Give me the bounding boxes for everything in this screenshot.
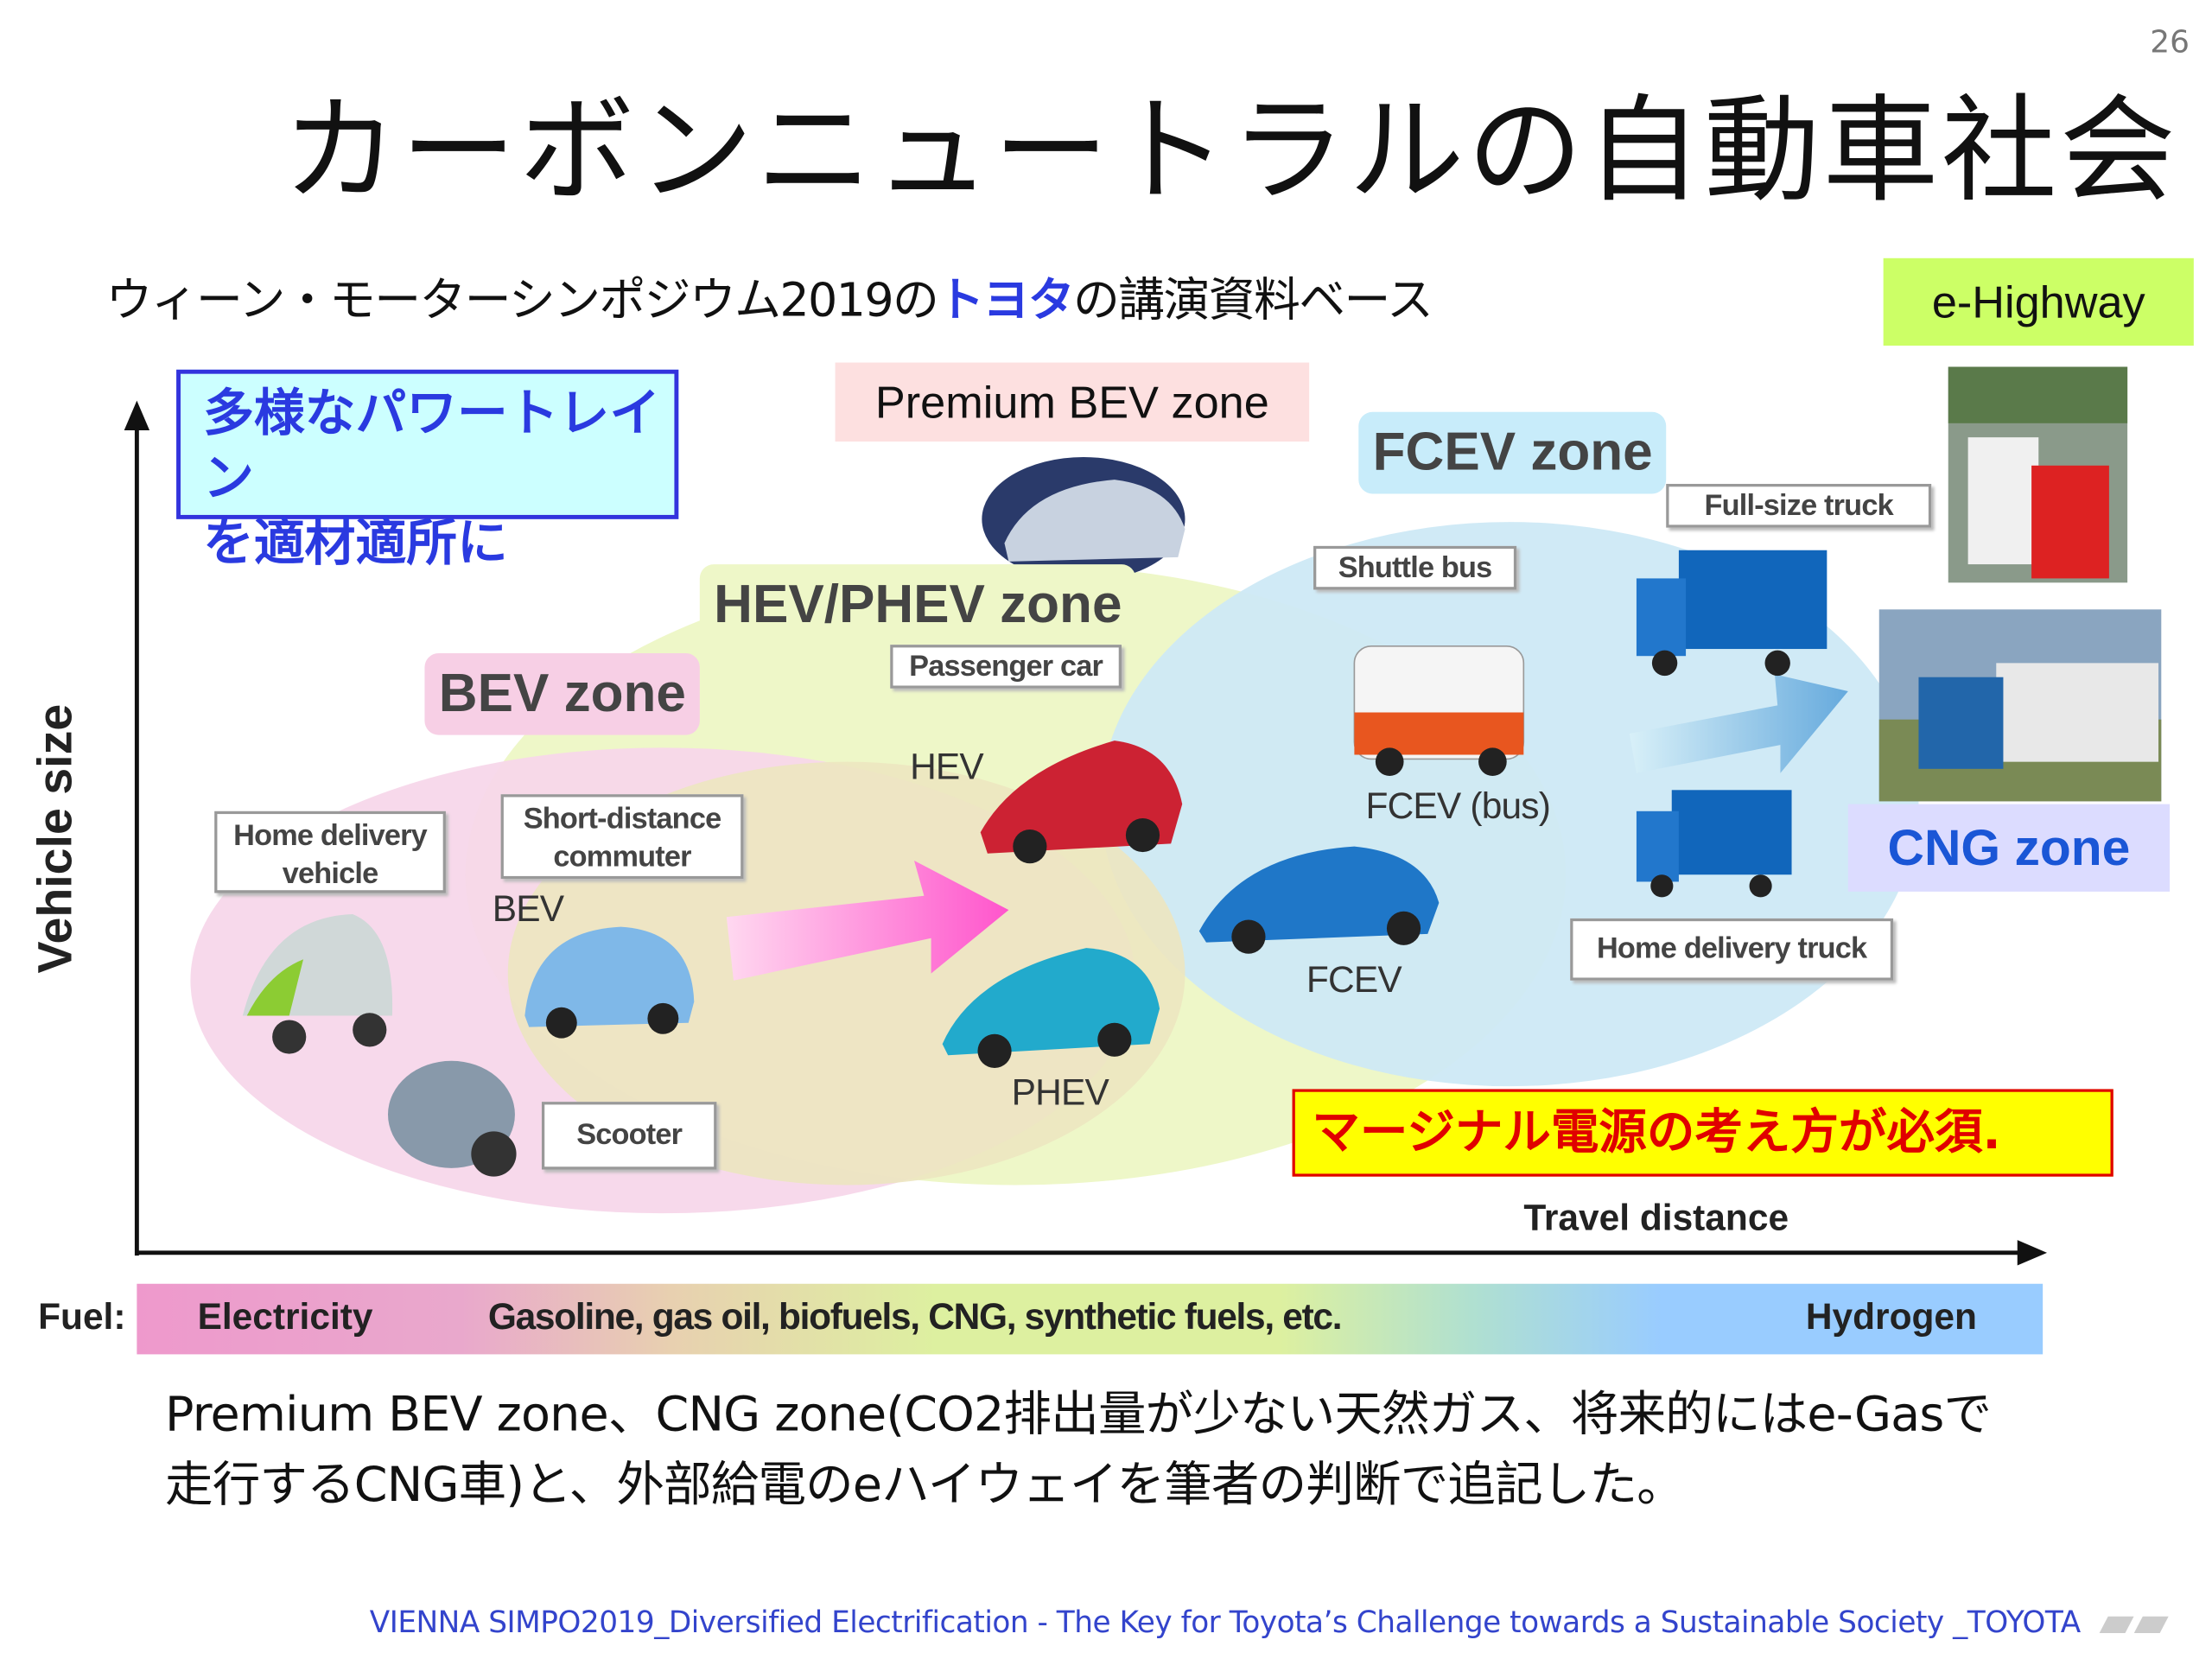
- note-line2: 走行するCNG車)と、外部給電のeハイウェイを筆者の判断で追記した。: [165, 1457, 1685, 1514]
- footer-source: VIENNA SIMPO2019_Diversified Electrifica…: [369, 1605, 2081, 1640]
- note-text: Premium BEV zone、CNG zone(CO2排出量が少ない天然ガス…: [165, 1380, 1992, 1521]
- scooter-image: [387, 1060, 517, 1177]
- fcev-label: FCEV: [1306, 957, 1402, 1001]
- hev-phev-zone-label: HEV/PHEV zone: [699, 564, 1136, 646]
- callout-line1: 多様なパワートレイン: [203, 385, 661, 508]
- e-highway-truck-photo: [1948, 366, 2128, 583]
- note-line1: Premium BEV zone、CNG zone(CO2排出量が少ない天然ガス…: [165, 1386, 1992, 1444]
- shift-arrow-pink: [726, 860, 1009, 981]
- y-axis-label: Vehicle size: [29, 703, 83, 974]
- fcev-bus-label: FCEV (bus): [1365, 784, 1551, 827]
- fcev-car-image: [1198, 846, 1440, 954]
- premium-bev-zone-label: Premium BEV zone: [835, 362, 1310, 442]
- passenger-car-label: Passenger car: [890, 645, 1122, 689]
- fuel-electricity: Electricity: [197, 1294, 373, 1338]
- fuel-conventional: Gasoline, gas oil, biofuels, CNG, synthe…: [487, 1294, 1343, 1338]
- hev-label: HEV: [910, 745, 984, 788]
- cng-zone-label: CNG zone: [1847, 804, 2171, 892]
- phev-car-image: [942, 948, 1160, 1068]
- full-size-truck-label: Full-size truck: [1666, 484, 1932, 528]
- fcev-zone-label: FCEV zone: [1358, 411, 1667, 494]
- page-title: カーボンニュートラルの自動車社会: [282, 84, 2178, 219]
- home-delivery-truck-label: Home delivery truck: [1570, 918, 1894, 981]
- bev-label: BEV: [492, 887, 564, 930]
- shuttle-bus-image: [1353, 645, 1525, 776]
- callout-box: 多様なパワートレイン を適材適所に: [176, 369, 679, 573]
- shuttle-bus-label: Shuttle bus: [1313, 545, 1517, 590]
- page-number: 26: [2150, 25, 2190, 61]
- home-delivery-vehicle-image: [242, 913, 393, 1054]
- premium-bev-car-image: [982, 456, 1185, 582]
- fuel-hydrogen: Hydrogen: [1805, 1294, 1977, 1338]
- fuel-bar: [137, 1283, 2044, 1355]
- shift-arrow-blue: [1629, 674, 1848, 773]
- callout-line2: を適材適所に: [203, 514, 508, 573]
- subtitle: ウィーン・モーターシンポジウム2019のトヨタの講演資料ベース: [105, 263, 1433, 330]
- fuel-label: Fuel:: [38, 1294, 126, 1338]
- bev-zone-label: BEV zone: [424, 652, 701, 735]
- home-delivery-vehicle-label: Home delivery vehicle: [214, 810, 446, 893]
- full-size-truck-image: [1636, 550, 1827, 677]
- home-delivery-truck-image: [1636, 790, 1792, 898]
- subtitle-before: ウィーン・モーターシンポジウム2019の: [105, 272, 938, 327]
- warning-box: マージナル電源の考え方が必須.: [1292, 1089, 2113, 1177]
- watermark-logo: ▰▰: [2099, 1593, 2169, 1648]
- scooter-label: Scooter: [541, 1102, 717, 1170]
- bev-car-image: [524, 926, 695, 1039]
- phev-label: PHEV: [1011, 1071, 1109, 1114]
- short-distance-commuter-label: Short-distance commuter: [500, 794, 744, 880]
- x-axis-arrowhead: [2017, 1240, 2048, 1266]
- cng-truck-photo: [1878, 609, 2162, 802]
- y-axis-arrowhead: [124, 400, 150, 430]
- subtitle-toyota: トヨタ: [938, 272, 1074, 327]
- x-axis-label: Travel distance: [1523, 1196, 1789, 1239]
- e-highway-label: e-Highway: [1883, 257, 2194, 346]
- subtitle-after: の講演資料ベース: [1072, 272, 1433, 327]
- hev-car-image: [980, 741, 1183, 864]
